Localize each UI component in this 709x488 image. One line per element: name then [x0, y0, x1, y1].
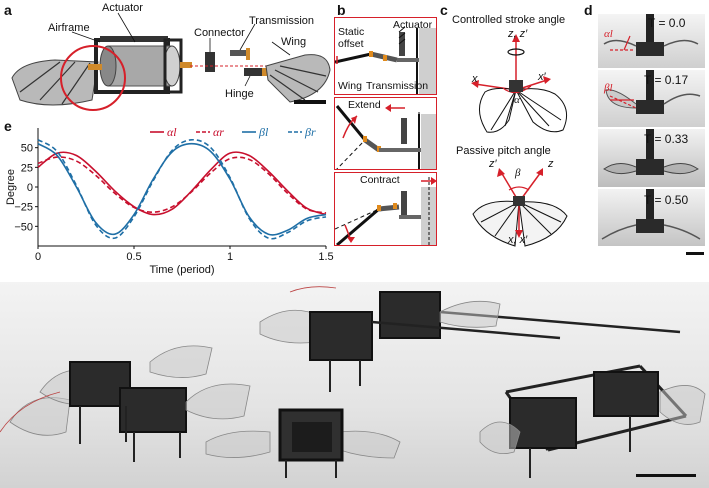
left-wing	[11, 59, 99, 106]
label-airframe: Airframe	[48, 22, 90, 34]
frame-label-t033: T = 0.33	[644, 132, 689, 146]
series-line-1	[37, 156, 327, 214]
pitch-angle-diagram	[472, 168, 568, 247]
label-x-xp-pitch: x, x′	[508, 234, 528, 246]
label-actuator-a: Actuator	[102, 2, 143, 14]
y-tick-label: −25	[14, 202, 33, 214]
label-wing-b: Wing	[338, 80, 362, 92]
series-line-0	[37, 151, 327, 216]
x-tick-label: 1	[227, 251, 233, 263]
multi-robot-photo	[0, 282, 709, 488]
frame-label-t050: T = 0.50	[644, 193, 689, 207]
panel-label-b: b	[337, 2, 346, 18]
photo-frame-t017	[598, 70, 705, 127]
robot-top	[259, 286, 681, 392]
panel-label-c: c	[440, 2, 448, 18]
label-alpha: α	[514, 94, 520, 106]
x-tick-label: 1.5	[318, 251, 333, 263]
label-wing-a: Wing	[281, 36, 307, 48]
panel-label-e: e	[4, 118, 12, 134]
label-transmission-b: Transmission	[366, 80, 429, 92]
label-zp-pitch: z′	[489, 158, 497, 170]
legend-label-2: βl	[258, 125, 269, 139]
label-z-pitch: z	[548, 158, 554, 170]
label-extend: Extend	[348, 99, 381, 111]
panel-label-a: a	[4, 2, 12, 18]
label-x-stroke: x	[472, 73, 478, 85]
y-axis-label: Degree	[5, 169, 17, 205]
robot-pair-left	[0, 345, 251, 462]
y-tick-label: 0	[27, 182, 33, 194]
robot-square-right	[479, 364, 706, 478]
label-z-zp: z, z′	[508, 28, 528, 40]
x-axis-label: Time (period)	[150, 264, 215, 276]
label-actuator-b: Actuator	[393, 19, 433, 31]
label-xp-stroke: x′	[538, 71, 546, 83]
y-tick-label: 25	[21, 162, 33, 174]
stroke-angle-diagram	[471, 34, 568, 133]
label-offset: offset	[338, 38, 364, 50]
label-contract: Contract	[360, 174, 400, 186]
scale-bar-a	[294, 100, 326, 104]
photo-frame-t033	[598, 129, 705, 187]
label-transmission-a: Transmission	[249, 15, 314, 27]
hinge-contract-diagram	[334, 172, 437, 246]
legend-label-1: αr	[213, 125, 224, 139]
actuator-cylinder	[107, 45, 173, 87]
photo-frame-t0	[598, 14, 705, 68]
robot-exploded-view	[11, 12, 331, 111]
series-line-2	[37, 142, 327, 236]
hinge-extend-diagram	[334, 97, 437, 170]
label-alpha-l: αl	[604, 28, 613, 40]
legend-label-0: αl	[167, 125, 177, 139]
label-static: Static	[338, 26, 365, 38]
y-tick-label: −50	[14, 221, 33, 233]
hinge-static-diagram	[334, 17, 437, 95]
photo-frame-t050	[598, 189, 705, 246]
scale-bar-d	[686, 252, 704, 255]
series-line-3	[37, 138, 327, 240]
label-beta-l: βl	[604, 82, 613, 94]
x-tick-label: 0.5	[126, 251, 141, 263]
robot-single-center	[205, 408, 401, 478]
pitch-angle-title: Passive pitch angle	[456, 145, 551, 157]
frame-label-t0: T = 0.0	[648, 16, 686, 30]
label-connector: Connector	[194, 27, 245, 39]
airframe-highlight-circle	[60, 45, 126, 111]
legend-label-3: βr	[304, 125, 316, 139]
x-tick-label: 0	[35, 251, 41, 263]
label-beta: β	[515, 167, 521, 179]
label-hinge: Hinge	[225, 88, 254, 100]
y-tick-label: 50	[21, 143, 33, 155]
scale-bar-f	[636, 474, 696, 477]
panel-label-d: d	[584, 2, 593, 18]
stroke-angle-title: Controlled stroke angle	[452, 14, 566, 26]
frame-label-t017: T = 0.17	[644, 73, 689, 87]
